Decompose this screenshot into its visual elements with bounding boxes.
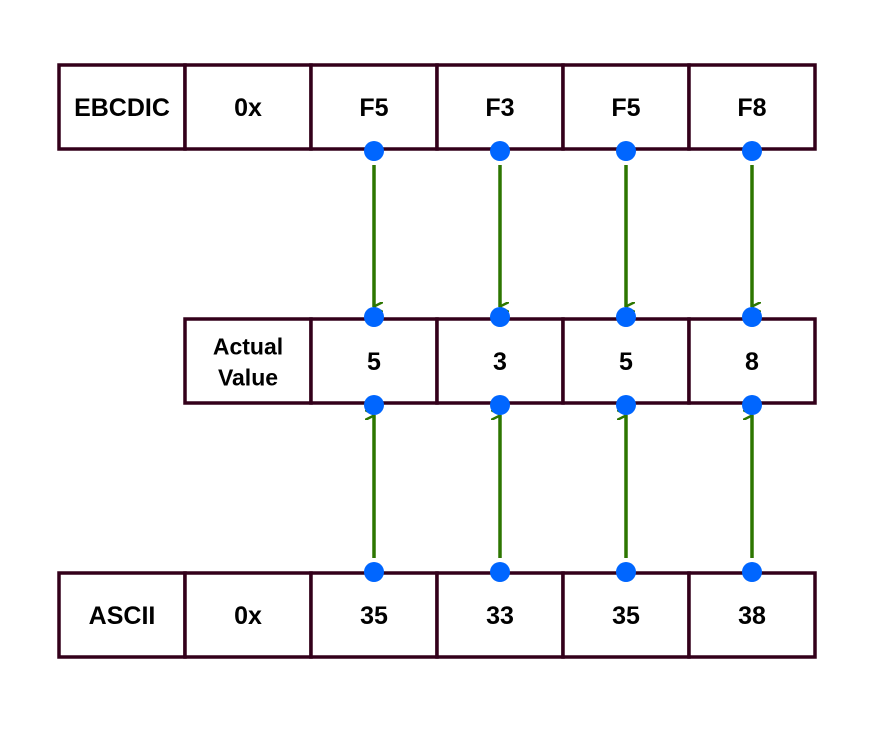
cell-box	[687, 571, 817, 659]
ascii-cell: 0x	[183, 571, 313, 659]
connection-point	[616, 395, 636, 415]
cell-value: 0x	[234, 602, 262, 630]
cell-box	[309, 317, 439, 405]
cell-value: 35	[360, 602, 388, 630]
connection-point	[364, 395, 384, 415]
ebcdic-row: EBCDIC 0x F5 F3 F5 F8	[57, 63, 817, 151]
cell-value: 38	[738, 602, 766, 630]
connection-point	[364, 141, 384, 161]
ebcdic-cell: F5	[309, 63, 439, 151]
actual-cell: 8	[687, 317, 817, 405]
connection-point	[616, 562, 636, 582]
connection-point	[364, 307, 384, 327]
cell-box	[687, 63, 817, 151]
ascii-cell: 38	[687, 571, 817, 659]
ebcdic-cell: F5	[561, 63, 691, 151]
ebcdic-cell: EBCDIC	[57, 63, 187, 151]
cell-value: 33	[486, 602, 514, 630]
cell-value: 8	[745, 348, 759, 376]
connection-point	[490, 562, 510, 582]
cell-box	[57, 571, 187, 659]
ebcdic-cell: F3	[435, 63, 565, 151]
ascii-cell: 33	[435, 571, 565, 659]
actual-cell: 5	[309, 317, 439, 405]
ascii-cell: ASCII	[57, 571, 187, 659]
row-label: Actual	[213, 334, 283, 360]
row-label: ASCII	[89, 602, 156, 630]
cell-box	[183, 571, 313, 659]
connection-point	[616, 141, 636, 161]
ascii-row: ASCII 0x 35 33 35 38	[57, 571, 817, 659]
connection-point	[616, 307, 636, 327]
cell-value: F3	[485, 94, 514, 122]
cell-value: 5	[619, 348, 633, 376]
connection-point	[490, 307, 510, 327]
connection-point	[742, 562, 762, 582]
cell-box	[183, 63, 313, 151]
connection-point	[364, 562, 384, 582]
ebcdic-cell: 0x	[183, 63, 313, 151]
arrows-layer	[374, 165, 752, 558]
connection-point	[742, 395, 762, 415]
cell-value: 0x	[234, 94, 262, 122]
connection-point	[490, 141, 510, 161]
cell-box	[183, 317, 313, 405]
connection-point	[742, 307, 762, 327]
cell-value: F8	[737, 94, 766, 122]
dots-layer	[364, 141, 762, 582]
cell-box	[57, 63, 187, 151]
row-label: EBCDIC	[74, 94, 170, 122]
ebcdic-cell: F8	[687, 63, 817, 151]
connection-point	[742, 141, 762, 161]
ascii-cell: 35	[561, 571, 691, 659]
row-label: Value	[218, 365, 278, 391]
cell-value: 35	[612, 602, 640, 630]
connection-point	[490, 395, 510, 415]
actual-cell: 3	[435, 317, 565, 405]
cell-value: F5	[359, 94, 388, 122]
cell-value: 3	[493, 348, 507, 376]
cell-value: 5	[367, 348, 381, 376]
cell-value: F5	[611, 94, 640, 122]
actual-cell: 5	[561, 317, 691, 405]
ascii-cell: 35	[309, 571, 439, 659]
